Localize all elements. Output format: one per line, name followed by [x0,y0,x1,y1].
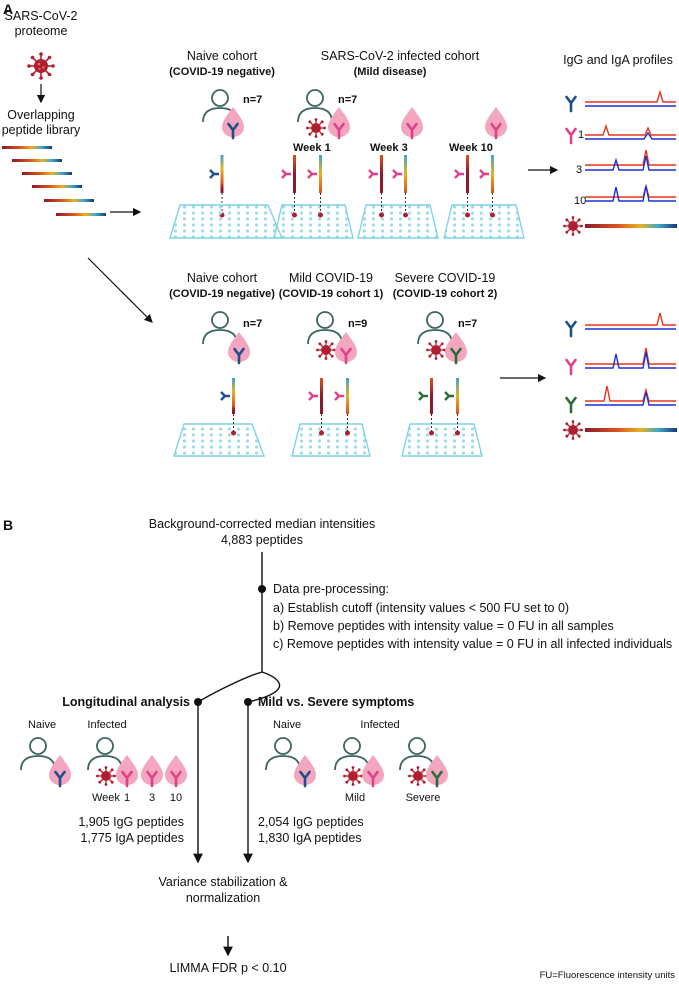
longitudinal-title: Longitudinal analysis [62,695,190,709]
top-naive-subtitle: (COVID-19 negative) [169,66,275,78]
library-label-line1: Overlapping [7,108,74,122]
preprocessing-node [258,585,266,593]
week3-label: Week 3 [370,142,408,154]
person-icon [87,737,123,771]
peptide-array-icon [357,155,439,239]
preproc-title: Data pre-processing: [273,582,389,596]
arrow-icon [87,257,153,323]
flow-lines [193,552,281,957]
long-infected-label: Infected [87,719,126,731]
virus-icon [562,419,584,441]
peptide-array-icon [273,155,354,239]
bottom-severe-n: n=7 [458,318,477,330]
bottom-mild-subtitle: (COVID-19 cohort 1) [279,288,384,300]
top-naive-title: Naive cohort [187,49,258,63]
top-infected-title: SARS-CoV-2 infected cohort [321,49,480,63]
bottom-naive-title: Naive cohort [187,271,258,285]
top-infected-n: n=7 [338,94,357,106]
longitudinal-node [194,698,202,706]
bottom-severe-subtitle: (COVID-19 cohort 2) [393,288,498,300]
peptide-library [2,146,106,216]
person-icon [399,737,435,771]
peptide-array-icon [169,155,284,239]
ms-mild-label: Mild [345,792,365,804]
ms-igg: 2,054 IgG peptides [258,815,364,829]
vsn-line2: normalization [186,891,260,905]
long-w10-label: 10 [170,792,182,804]
person-icon [265,737,301,771]
peptide-array-icon [291,378,371,457]
bottom-mild-title: Mild COVID-19 [289,271,373,285]
top-naive-n: n=7 [243,94,262,106]
person-icon [297,89,333,123]
antibody-icon [565,95,577,113]
virus-icon [342,765,364,787]
profiles-title: IgG and IgA profiles [563,53,673,67]
profile-label-1: 1 [578,129,584,141]
virus-icon [95,765,117,787]
virus-icon [315,339,337,361]
panel-a-label: A [3,1,13,17]
ms-severe-label: Severe [406,792,441,804]
virus-icon [425,339,447,361]
person-icon [20,737,56,771]
virus-icon [305,117,327,139]
panel-b-label: B [3,517,13,533]
preproc-a: a) Establish cutoff (intensity values < … [273,601,569,615]
antibody-icon [565,320,577,338]
library-label-line2: peptide library [2,123,81,137]
long-week-label: Week [92,792,120,804]
bottom-naive-subtitle: (COVID-19 negative) [169,288,275,300]
peptide-array-icon [443,155,525,239]
mild-severe-node [244,698,252,706]
vsn-line1: Variance stabilization & [158,875,288,889]
preproc-b: b) Remove peptides with intensity value … [273,619,614,633]
antibody-icon [565,396,577,414]
top-infected-subtitle: (Mild disease) [354,66,427,78]
profile-traces-bottom [562,312,677,441]
proteome-label-line1: SARS-CoV-2 [5,9,78,23]
virus-icon [562,215,584,237]
footnote: FU=Fluorescence intensity units [540,970,676,981]
profile-label-3: 3 [576,164,582,176]
start-line2: 4,883 peptides [221,533,303,547]
week10-label: Week 10 [449,142,493,154]
person-icon [334,737,370,771]
limma-label: LIMMA FDR p < 0.10 [169,961,286,975]
bottom-naive-n: n=7 [243,318,262,330]
profile-label-10: 10 [574,195,586,207]
ms-infected-label: Infected [360,719,399,731]
person-icon [202,311,238,345]
antibody-icon [565,358,577,376]
peptide-array-icon [401,378,483,457]
virus-icon [26,51,56,81]
mild-severe-title: Mild vs. Severe symptoms [258,695,414,709]
week1-label: Week 1 [293,142,331,154]
profile-traces-top: 1 3 10 [562,89,677,237]
bottom-severe-title: Severe COVID-19 [395,271,496,285]
long-naive-label: Naive [28,719,56,731]
peptide-array-icon [173,378,266,457]
long-iga: 1,775 IgA peptides [80,831,184,845]
long-igg: 1,905 IgG peptides [78,815,184,829]
bottom-mild-n: n=9 [348,318,367,330]
long-w1-label: 1 [124,792,130,804]
virus-icon [407,765,429,787]
long-w3-label: 3 [149,792,155,804]
ms-naive-label: Naive [273,719,301,731]
antibody-icon [565,127,577,145]
start-line1: Background-corrected median intensities [149,517,376,531]
person-icon [307,311,343,345]
person-icon [417,311,453,345]
ms-iga: 1,830 IgA peptides [258,831,362,845]
preproc-c: c) Remove peptides with intensity value … [273,637,672,651]
proteome-label-line2: proteome [15,24,68,38]
